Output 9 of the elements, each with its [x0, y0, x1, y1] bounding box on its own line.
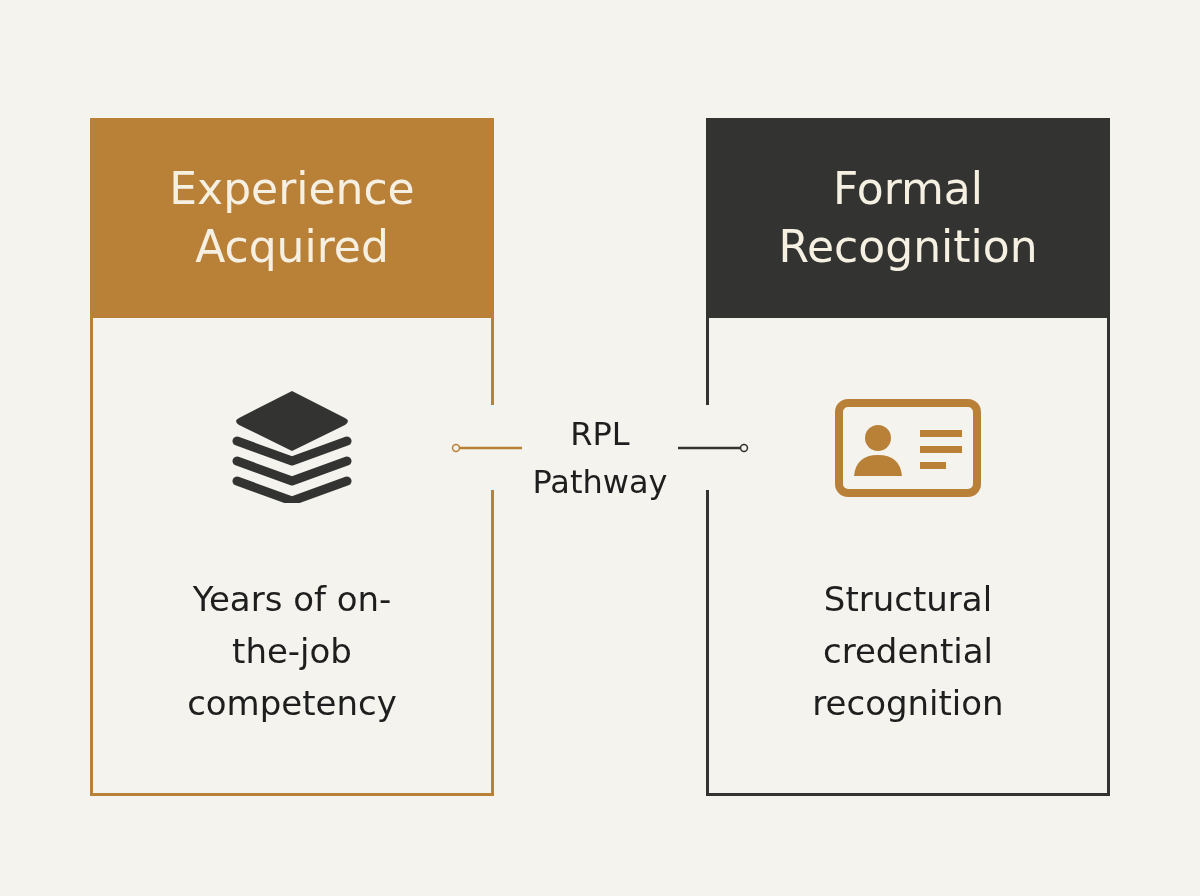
card-heading: Formal Recognition: [706, 118, 1110, 318]
connector-line: [451, 443, 522, 453]
connector-line: [678, 443, 749, 453]
card-panel: [90, 118, 494, 796]
pathway-label: RPL Pathway: [522, 410, 678, 506]
card-heading: Experience Acquired: [90, 118, 494, 318]
card-description: Structural credential recognition: [811, 578, 1005, 725]
card-description: Years of on-the-job competency: [186, 578, 398, 725]
card-panel: [706, 118, 1110, 796]
